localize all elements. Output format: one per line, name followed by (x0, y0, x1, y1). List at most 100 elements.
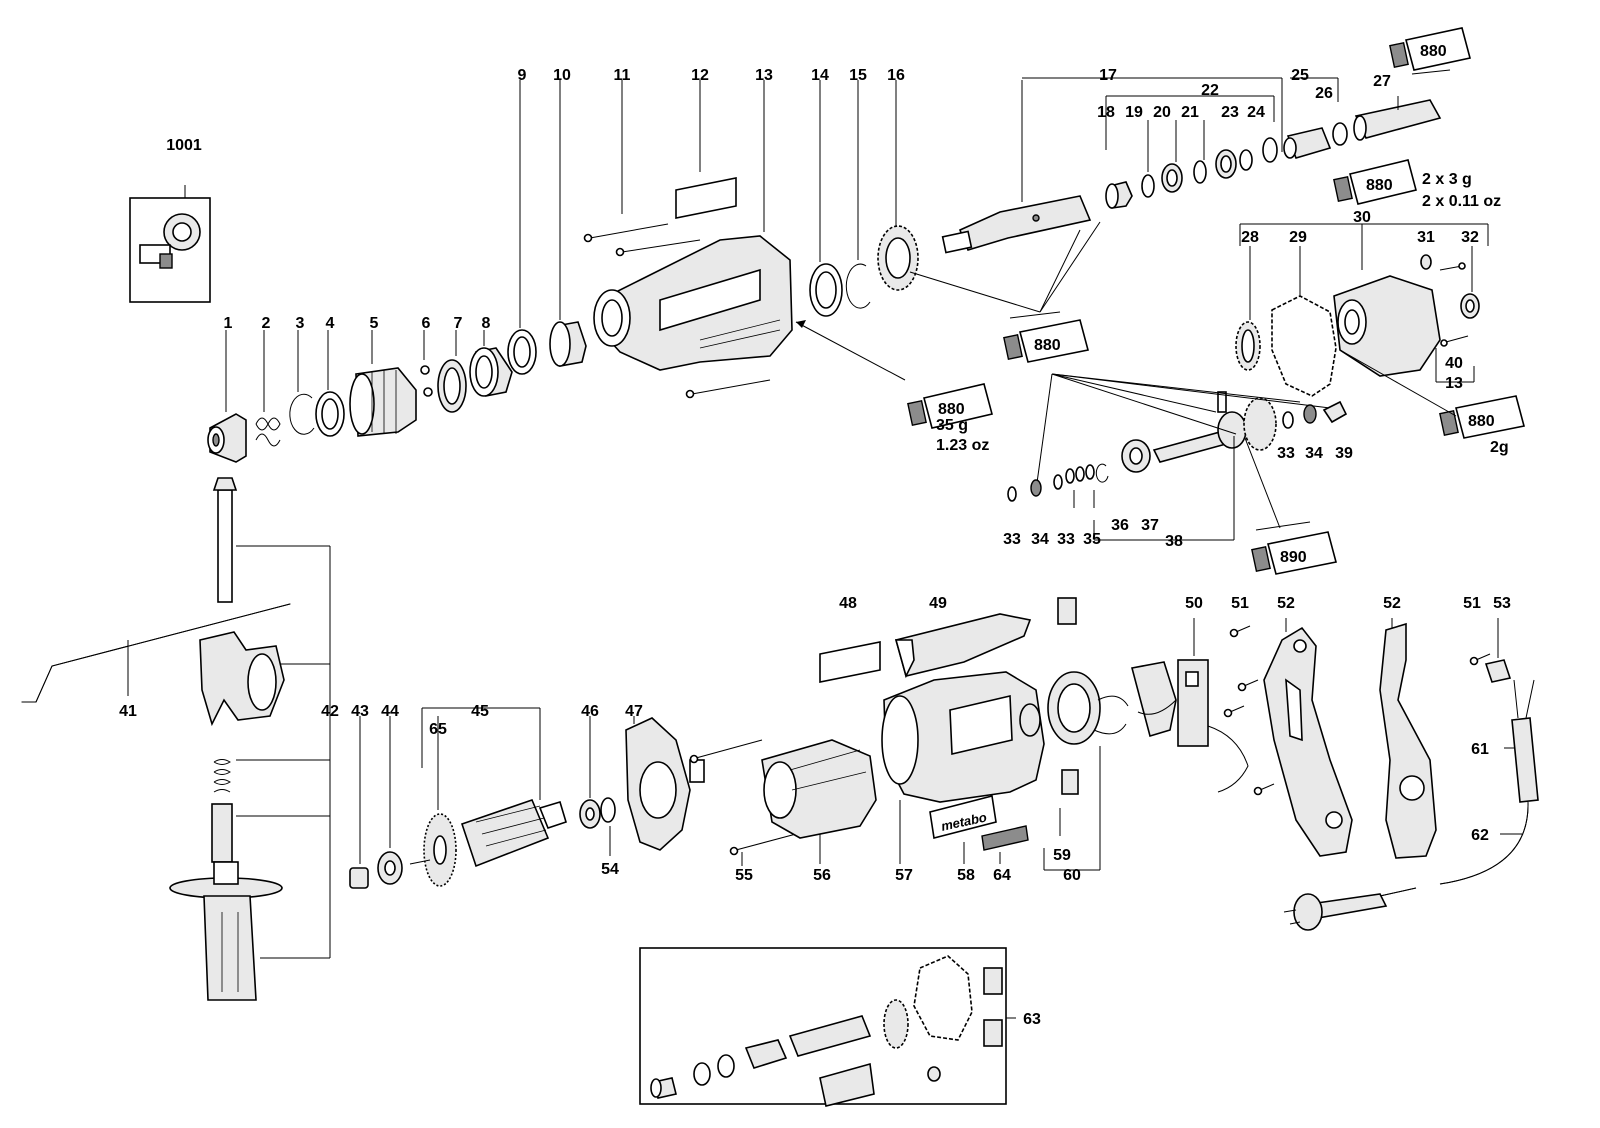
part-34-washer-right (1303, 404, 1317, 424)
part-27-striker (1353, 96, 1442, 141)
part-number-labels: 1001 1 2 3 4 5 6 7 8 9 10 11 12 13 14 15… (119, 67, 1511, 1028)
label-33-right: 33 (1277, 445, 1295, 462)
label-38: 38 (1165, 533, 1183, 550)
label-21: 21 (1181, 104, 1199, 121)
label-53: 53 (1493, 595, 1511, 612)
part-40-screw (1435, 335, 1475, 383)
part-32-bearing (1460, 246, 1480, 319)
label-4: 4 (326, 315, 335, 332)
part-63-service-kit (639, 947, 1016, 1107)
grease-tube-890: 890 (1237, 419, 1337, 575)
part-24-oring (1262, 137, 1278, 163)
label-1: 1 (224, 315, 233, 332)
tube-label: 880 (938, 401, 965, 418)
part-21-oring (1193, 120, 1207, 184)
tube-label: 880 (1420, 43, 1447, 60)
part-36-circlip (1095, 463, 1109, 483)
label-13-sub: 13 (1445, 375, 1463, 392)
part-62-power-cord (1283, 801, 1529, 931)
qty-top-grams: 2 x 3 g (1422, 171, 1472, 188)
label-46: 46 (581, 703, 599, 720)
label-16: 16 (887, 67, 905, 84)
part-12-plate (675, 80, 737, 219)
qty-top-ounces: 2 x 0.11 oz (1422, 193, 1501, 210)
label-13: 13 (755, 67, 773, 84)
label-32: 32 (1461, 229, 1479, 246)
tube-label: 880 (1034, 337, 1061, 354)
grease-tube-880-right: 880 (1439, 395, 1525, 439)
part-56-stator (761, 739, 877, 864)
part-37-clutch (1121, 439, 1151, 473)
part-2-spring (255, 330, 281, 447)
part-52-handle-right (1379, 618, 1437, 859)
part-33-washer-right (1282, 411, 1294, 429)
qty-right-grams: 2g (1490, 439, 1509, 456)
label-39: 39 (1335, 445, 1353, 462)
qty-main-ounces: 1.23 oz (936, 437, 989, 454)
part-1-nut (207, 330, 247, 463)
label-65: 65 (429, 721, 447, 738)
part-9-ring (507, 80, 537, 375)
label-64: 64 (993, 867, 1011, 884)
label-29: 29 (1289, 229, 1307, 246)
part-31-pin (1420, 254, 1466, 271)
part-33-34-washers-left (1007, 474, 1063, 502)
part-13-gear-housing (593, 80, 906, 381)
label-8: 8 (482, 315, 491, 332)
part-54-oring (600, 797, 616, 856)
label-42: 42 (321, 703, 339, 720)
part-17-spindle (941, 77, 1283, 254)
part-61-cable-sleeve (1504, 679, 1539, 803)
part-44-bearing (377, 716, 403, 885)
part-23-bearing (1215, 149, 1253, 179)
label-62: 62 (1471, 827, 1489, 844)
label-7: 7 (454, 315, 463, 332)
label-63: 63 (1023, 1011, 1041, 1028)
label-61: 61 (1471, 741, 1489, 758)
part-58-brand-plate: metabo (929, 795, 997, 864)
part-45-armature (409, 707, 567, 887)
label-18: 18 (1097, 104, 1115, 121)
label-27: 27 (1373, 73, 1391, 90)
label-59: 59 (1053, 847, 1071, 864)
part-16-gear (877, 80, 919, 291)
part-8-bearing (469, 330, 513, 397)
label-36: 36 (1111, 517, 1129, 534)
part-18-bushing (1105, 181, 1133, 209)
part-15-circlip (845, 80, 871, 309)
label-52-b: 52 (1383, 595, 1401, 612)
label-57: 57 (895, 867, 913, 884)
label-51-a: 51 (1231, 595, 1249, 612)
label-52-a: 52 (1277, 595, 1295, 612)
label-23: 23 (1221, 104, 1239, 121)
part-14-washer (809, 80, 843, 317)
part-52-handle-left (1263, 618, 1353, 857)
label-28: 28 (1241, 229, 1259, 246)
part-55-screws (689, 739, 797, 866)
part-29-gasket (1271, 246, 1337, 397)
label-25: 25 (1291, 67, 1309, 84)
part-26-ring (1332, 122, 1348, 146)
label-35: 35 (1083, 531, 1101, 548)
grease-tube-880-mid: 880 (1333, 159, 1417, 205)
part-47-brush-holder (625, 716, 705, 851)
label-37: 37 (1141, 517, 1159, 534)
part-1001-inset (129, 185, 211, 303)
label-48: 48 (839, 595, 857, 612)
label-20: 20 (1153, 104, 1171, 121)
label-5: 5 (370, 315, 379, 332)
part-19-oring (1141, 120, 1155, 198)
part-38-intermediate-shaft (1035, 373, 1331, 541)
part-49-cover (894, 613, 1032, 679)
part-11-screws (583, 80, 771, 399)
part-6-ball (420, 330, 433, 397)
part-10-sleeve (549, 80, 587, 367)
part-51-screws (1223, 625, 1491, 796)
label-55: 55 (735, 867, 753, 884)
label-22: 22 (1201, 82, 1219, 99)
label-11: 11 (614, 67, 631, 84)
part-30-flange (1239, 223, 1489, 417)
label-14: 14 (811, 67, 829, 84)
part-20-bearing (1161, 120, 1183, 193)
part-46-bearing (579, 716, 601, 829)
